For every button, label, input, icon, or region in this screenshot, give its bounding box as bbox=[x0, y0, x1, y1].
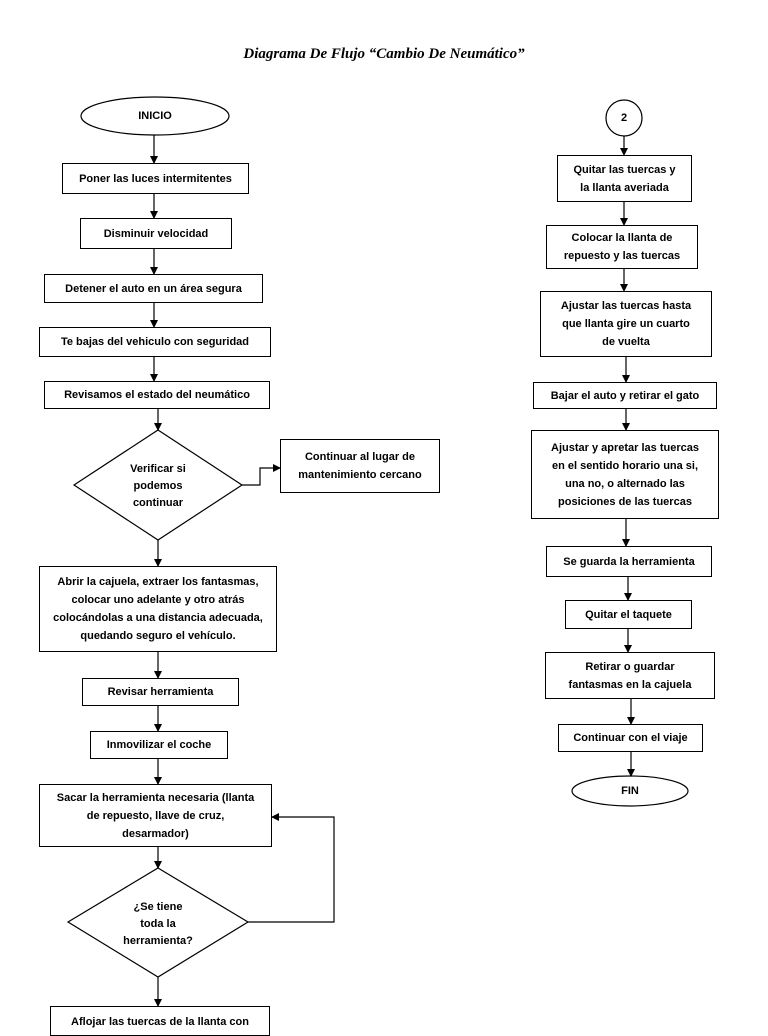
right-connectors bbox=[620, 136, 635, 777]
step-remove-chock: Quitar el taquete bbox=[565, 600, 692, 629]
decision-tools-label: ¿Se tiene toda la herramienta? bbox=[123, 900, 193, 947]
step-adjust-nuts: Ajustar las tuercas hasta que llanta gir… bbox=[540, 291, 712, 357]
side-action-maintenance: Continuar al lugar de mantenimiento cerc… bbox=[280, 439, 440, 493]
step-store-tools: Se guarda la herramienta bbox=[546, 546, 712, 577]
step-get-tools: Sacar la herramienta necesaria (llanta d… bbox=[39, 784, 272, 847]
arrow-side-branch bbox=[242, 464, 281, 486]
diagram-title: Diagrama De Flujo “Cambio De Neumático” bbox=[243, 46, 525, 62]
step-tighten-nuts: Ajustar y apretar las tuercas en el sent… bbox=[531, 430, 719, 519]
step-check-tire: Revisamos el estado del neumático bbox=[44, 381, 270, 409]
left-connectors bbox=[150, 135, 335, 1007]
decision-continue-label: Verificar si podemos continuar bbox=[130, 462, 186, 509]
step-hazard-lights: Poner las luces intermitentes bbox=[62, 163, 249, 194]
step-reduce-speed: Disminuir velocidad bbox=[80, 218, 232, 249]
connector-2-label: 2 bbox=[620, 111, 628, 124]
step-immobilize-car: Inmovilizar el coche bbox=[90, 731, 228, 759]
step-store-triangles: Retirar o guardar fantasmas en la cajuel… bbox=[545, 652, 715, 699]
arrow-loop-back bbox=[248, 813, 335, 923]
step-lower-car: Bajar el auto y retirar el gato bbox=[533, 382, 717, 409]
end-terminal-label: FIN bbox=[621, 784, 639, 797]
step-continue-trip: Continuar con el viaje bbox=[558, 724, 703, 752]
step-mount-spare: Colocar la llanta de repuesto y las tuer… bbox=[546, 225, 698, 269]
step-stop-car: Detener el auto en un área segura bbox=[44, 274, 263, 303]
step-remove-flat-tire: Quitar las tuercas y la llanta averiada bbox=[557, 155, 692, 202]
step-exit-vehicle: Te bajas del vehiculo con seguridad bbox=[39, 327, 271, 357]
step-loosen-nuts: Aflojar las tuercas de la llanta con bbox=[50, 1006, 270, 1036]
step-check-tools: Revisar herramienta bbox=[82, 678, 239, 706]
start-terminal-label: INICIO bbox=[138, 109, 172, 122]
start-terminal-shape bbox=[80, 96, 230, 136]
step-open-trunk: Abrir la cajuela, extraer los fantasmas,… bbox=[39, 566, 277, 652]
